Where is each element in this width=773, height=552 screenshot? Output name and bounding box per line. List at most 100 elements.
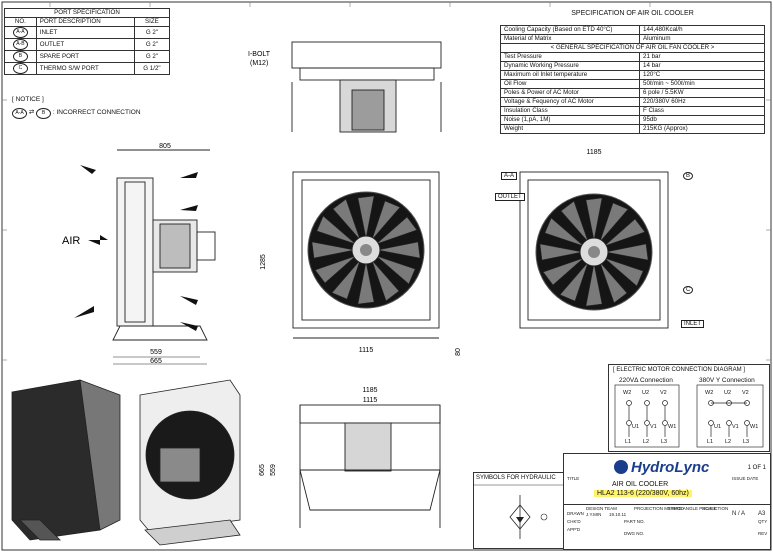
port-tag-b: B xyxy=(683,172,694,180)
terminal-label: V2 xyxy=(660,390,667,396)
bolt-label: I-BOLT xyxy=(248,51,271,58)
inlet-tag: INLET xyxy=(681,320,705,328)
plan-view xyxy=(299,404,441,528)
brand-name: HydroLync xyxy=(631,459,710,476)
isometric-rear xyxy=(11,379,121,541)
swap-arrows-icon: ⇄ xyxy=(28,109,35,116)
field-label: SCALE xyxy=(702,506,717,511)
terminal-label: U2 xyxy=(724,390,732,396)
plan-width-dim-2: 1115 xyxy=(363,397,378,404)
cooler-symbol-icon xyxy=(474,484,566,539)
brand-logo: HydroLync xyxy=(614,459,709,476)
terminal-label: U2 xyxy=(642,390,650,396)
star-label: 380V Y Connection xyxy=(699,377,755,384)
port-tag-a-a: A-A xyxy=(501,172,518,180)
notice-text: : INCORRECT CONNECTION xyxy=(52,109,141,116)
air-label: AIR xyxy=(62,235,80,247)
title-block: HydroLync 1 OF 1 TITLE ISSUE DATE AIR OI… xyxy=(563,453,771,550)
front-fan xyxy=(307,191,425,309)
rear-fan xyxy=(535,193,653,311)
port-bubble: B xyxy=(36,108,52,119)
line-label: L1 xyxy=(625,439,632,445)
field-label: PROJECTION METHOD xyxy=(634,506,684,511)
brand-mark-icon xyxy=(614,460,628,474)
notice-title: [ NOTICE ] xyxy=(12,96,44,103)
terminal-label: U1 xyxy=(714,424,722,430)
terminal-label: V2 xyxy=(742,390,749,396)
terminal-label: V1 xyxy=(732,424,739,430)
line-label: L2 xyxy=(643,439,650,445)
symbols-title: SYMBOLS FOR HYDRAULIC xyxy=(476,475,556,481)
model-number: HLA2 113-6 (220/380V, 60hz) xyxy=(594,490,692,497)
side-width-dim: 805 xyxy=(159,143,171,150)
spec-title: SPECIFICATION OF AIR OIL COOLER xyxy=(571,10,694,17)
terminal-label: W1 xyxy=(750,424,759,430)
electric-title: [ ELECTRIC MOTOR CONNECTION DIAGRAM ] xyxy=(613,367,745,373)
front-height-dim: 1285 xyxy=(260,254,267,270)
field-label: DRAWN xyxy=(567,511,584,516)
bolt-size-label: (M12) xyxy=(250,60,268,67)
port-size: G 1/2" xyxy=(133,62,171,75)
sheet-count: 1 OF 1 xyxy=(747,465,766,471)
port-bubble: C xyxy=(12,63,28,74)
rear-width-dim: 1185 xyxy=(586,149,601,156)
front-base-dim: 80 xyxy=(455,348,462,356)
port-bubble: A-B xyxy=(12,39,28,50)
outlet-tag: OUTLET xyxy=(495,193,525,201)
drawing-title: AIR OIL COOLER xyxy=(612,481,669,488)
delta-label: 220VΔ Connection xyxy=(619,377,673,384)
field-label: ISSUE DATE xyxy=(732,476,759,481)
field-label: QTY xyxy=(758,519,768,524)
port-size: G 2" xyxy=(133,26,171,39)
electric-diagram: [ ELECTRIC MOTOR CONNECTION DIAGRAM ] 22… xyxy=(608,364,770,452)
terminal-label: W1 xyxy=(668,424,677,430)
wiring-svg xyxy=(614,384,764,448)
field-label: DESIGN TEAM xyxy=(586,506,617,511)
front-width-dim: 1115 xyxy=(359,347,374,354)
front-view xyxy=(292,171,440,339)
plan-width-dim-1: 1185 xyxy=(362,387,377,394)
field-label: TITLE xyxy=(567,476,580,481)
field-label: THIRD ANGLE PROJECTION xyxy=(668,506,729,511)
spec-table: Cooling Capacity (Based on ETD 40°C)144,… xyxy=(500,25,765,134)
plan-height-dim-2: 559 xyxy=(270,464,277,476)
port-specification-table: PORT SPECIFICATION NO. PORT DESCRIPTION … xyxy=(4,8,171,75)
port-bubble: B xyxy=(12,51,28,62)
airflow-arrows xyxy=(74,165,198,331)
field-label: APP'D xyxy=(567,527,581,532)
port-bubble: A-A xyxy=(12,108,27,119)
field-label: DWG NO. xyxy=(624,531,645,536)
line-label: L3 xyxy=(661,439,668,445)
side-view xyxy=(112,149,216,341)
top-view xyxy=(291,41,442,133)
port-row: C THERMO S/W PORT G 1/2" xyxy=(4,62,171,75)
field-label: REV xyxy=(758,531,768,536)
terminal-label: W2 xyxy=(623,390,632,396)
plan-height-dim-1: 665 xyxy=(259,464,266,476)
rear-view xyxy=(519,171,669,329)
line-label: L2 xyxy=(725,439,732,445)
terminal-label: U1 xyxy=(632,424,640,430)
line-label: L1 xyxy=(707,439,714,445)
spec-value: 215KG (Approx) xyxy=(639,124,765,134)
divider xyxy=(564,504,770,505)
port-bubble: A-A xyxy=(12,27,28,38)
isometric-front xyxy=(139,379,241,546)
port-tag-c: C xyxy=(683,286,694,294)
hydraulic-symbols: SYMBOLS FOR HYDRAULIC xyxy=(473,472,567,549)
field-label: CHK'D xyxy=(567,519,581,524)
terminal-label: W2 xyxy=(705,390,714,396)
side-base-dim-2: 665 xyxy=(150,358,162,365)
field-label: PART NO. xyxy=(624,519,645,524)
scale-value: N / A xyxy=(732,511,746,517)
notice-block: [ NOTICE ] A-A ⇄ B : INCORRECT CONNECTIO… xyxy=(12,96,141,119)
terminal-label: V1 xyxy=(650,424,657,430)
drawn-by: J.Y.MIN xyxy=(586,512,602,517)
line-label: L3 xyxy=(743,439,750,445)
port-row: A-B OUTLET G 2" xyxy=(4,38,171,51)
drawn-date: 19.10.11 xyxy=(609,512,627,517)
